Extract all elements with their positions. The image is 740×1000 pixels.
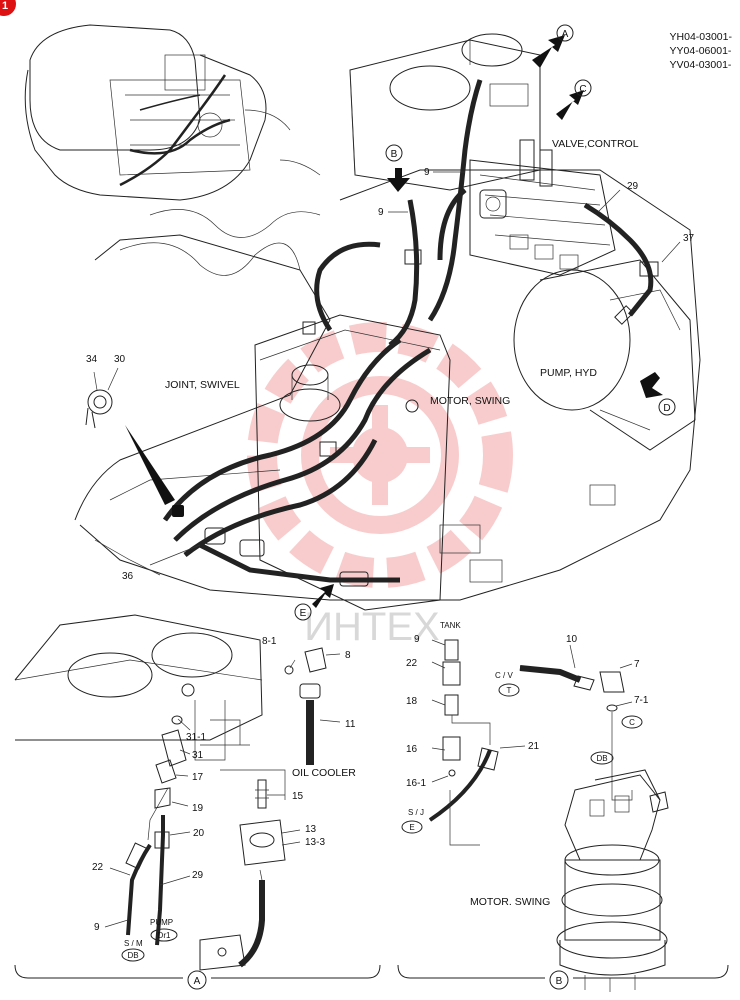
view-arrow-e: E — [294, 584, 334, 621]
detail-bracket-a: A — [14, 964, 381, 990]
part-number-29: 29 — [627, 181, 639, 192]
port-badge-db-right-text: DB — [596, 754, 607, 763]
view-arrow-b: B — [385, 144, 410, 192]
view-marker-d: D — [663, 403, 670, 414]
label-valve-control: VALVE,CONTROL — [552, 138, 639, 150]
port-badge-c — [621, 715, 643, 729]
part-number-31: 31 — [192, 750, 204, 761]
swivel-joint — [254, 314, 616, 611]
part-number-13: 13 — [305, 824, 317, 835]
watermark-text: ИНТЕХ — [304, 605, 439, 649]
view-marker-a: A — [562, 29, 569, 40]
view-arrow-c: C — [556, 79, 592, 120]
part-number-37: 37 — [683, 233, 695, 244]
part-number-9a: 9 — [424, 167, 430, 178]
part-number-8-1: 8-1 — [262, 636, 277, 647]
part-number-30: 30 — [114, 354, 126, 365]
part-number-9-left: 9 — [94, 922, 100, 933]
port-badge-db-right — [590, 751, 614, 765]
detail-view-b — [428, 639, 669, 992]
port-badge-e-text: E — [409, 823, 414, 832]
control-valve — [469, 139, 616, 276]
port-badge-t — [498, 683, 520, 697]
port-badge-e — [401, 820, 423, 834]
part-number-8: 8 — [345, 650, 351, 661]
oil-cooler-group — [284, 647, 341, 765]
part-number-18: 18 — [406, 696, 418, 707]
part-number-9b: 9 — [378, 207, 384, 218]
part-number-10: 10 — [566, 634, 578, 645]
label-motor-swing-top: MOTOR, SWING — [430, 395, 510, 407]
upper-frame — [74, 33, 701, 611]
detail-bracket-b: B — [397, 964, 729, 990]
part-number-16: 16 — [406, 744, 418, 755]
part-number-13-3: 13-3 — [305, 837, 325, 848]
port-badge-db-left-text: DB — [127, 951, 138, 960]
label-s-m: S / M — [124, 939, 143, 948]
part-number-15: 15 — [292, 791, 304, 802]
label-tank: TANK — [440, 621, 461, 630]
part-number-19: 19 — [192, 803, 204, 814]
part-number-7-1: 7-1 — [634, 695, 649, 706]
hydraulic-pump — [513, 259, 696, 451]
label-c-v: C / V — [495, 671, 513, 680]
leader-lines-main — [125, 171, 681, 566]
part-number-22-left: 22 — [92, 862, 104, 873]
label-s-j: S / J — [408, 808, 424, 817]
part-number-29-detail: 29 — [192, 870, 204, 881]
part-number-20: 20 — [193, 828, 205, 839]
main-hoses — [162, 79, 659, 587]
corner-marker — [0, 0, 16, 16]
part-number-21: 21 — [528, 741, 540, 752]
view-marker-c: C — [579, 84, 586, 95]
view-arrow-a: A — [532, 24, 574, 68]
label-pump-hyd: PUMP, HYD — [540, 367, 597, 379]
part-number-31-1: 31-1 — [186, 732, 206, 743]
serial-range: YY04-06001- — [669, 45, 732, 57]
detail-marker-a: A — [194, 976, 201, 987]
view-arrow-d: D — [640, 372, 676, 416]
serial-range-list: YH04-03001- YY04-06001- YV04-03001- — [670, 30, 732, 72]
corner-marker-number: 1 — [2, 0, 8, 12]
port-badge-db-left — [121, 948, 145, 962]
detail-view-a — [14, 614, 301, 971]
clamp-detail — [85, 367, 119, 429]
label-joint-swivel: JOINT, SWIVEL — [165, 379, 240, 391]
part-number-16-1: 16-1 — [406, 778, 426, 789]
serial-range: YH04-03001- — [669, 31, 732, 43]
watermark-logo — [247, 322, 513, 588]
part-number-7: 7 — [634, 659, 640, 670]
port-badge-t-text: T — [507, 686, 512, 695]
label-motor-swing-bottom: MOTOR. SWING — [470, 896, 550, 908]
view-marker-e: E — [300, 608, 307, 619]
part-number-36: 36 — [122, 571, 134, 582]
detail-marker-b: B — [556, 976, 563, 987]
label-oil-cooler: OIL COOLER — [292, 767, 356, 779]
part-number-17: 17 — [192, 772, 204, 783]
label-pump: PUMP — [150, 918, 173, 927]
port-badge-dr1-text: Dr1 — [158, 931, 171, 940]
machine-overview-thumbnail — [24, 24, 321, 201]
part-number-22-right: 22 — [406, 658, 418, 669]
part-number-34: 34 — [86, 354, 98, 365]
port-badge-c-text: C — [629, 718, 635, 727]
port-badge-dr1 — [150, 928, 178, 942]
part-number-11: 11 — [345, 719, 356, 730]
view-marker-b: B — [391, 149, 398, 160]
part-number-9-tank: 9 — [414, 634, 420, 645]
serial-range: YV04-03001- — [669, 59, 732, 71]
